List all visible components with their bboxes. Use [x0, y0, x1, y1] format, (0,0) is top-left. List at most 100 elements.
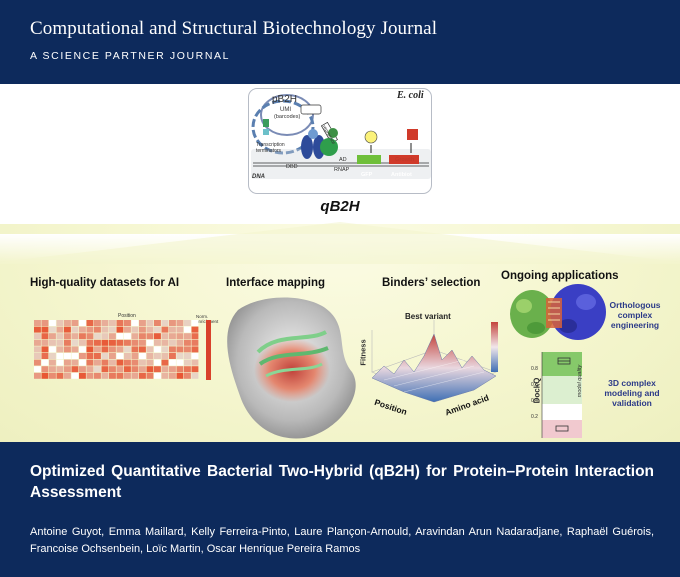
heatmap-cell — [49, 326, 56, 333]
heatmap-cell — [49, 339, 56, 346]
heatmap-cell — [146, 339, 154, 346]
heatmap-cell — [64, 326, 71, 333]
heatmap-cell — [169, 326, 176, 333]
heatmap-cell — [86, 346, 94, 353]
heatmap-cell — [56, 339, 64, 346]
heatmap-cell — [161, 339, 169, 346]
heatmap-cell — [79, 346, 86, 353]
heatmap-cell — [79, 320, 86, 326]
heatmap-cell — [64, 359, 71, 366]
dockq-tick-0-4: 0.4 — [531, 398, 538, 404]
modeling-validation-label: 3D complex modeling and validation — [604, 378, 660, 408]
heatmap-cell — [154, 353, 161, 359]
ecoli-label: E. coli — [397, 90, 424, 101]
heatmap-cell — [49, 333, 56, 340]
orthologous-label: Orthologous complex engineering — [609, 300, 661, 330]
heatmap-cell — [101, 339, 109, 346]
heatmap-cell — [109, 366, 116, 373]
heatmap-cell — [94, 339, 101, 346]
section-title-binders: Binders’ selection — [382, 277, 481, 289]
heatmap-cell — [139, 359, 146, 366]
heatmap-cell — [34, 346, 41, 353]
heatmap-cell — [64, 366, 71, 373]
heatmap-cell — [184, 346, 191, 353]
heatmap-cell — [124, 333, 131, 340]
heatmap-cell — [41, 353, 49, 359]
heatmap-cell — [56, 326, 64, 333]
heatmap-cell — [116, 359, 124, 366]
heatmap-cell — [124, 353, 131, 359]
heatmap-cell — [41, 372, 49, 379]
heatmap-cell — [34, 359, 41, 366]
heatmap-cell — [79, 372, 86, 379]
heatmap-cell — [161, 366, 169, 373]
heatmap-cell — [161, 346, 169, 353]
heatmap-cell — [94, 372, 101, 379]
heatmap-cell — [41, 320, 49, 326]
heatmap-cell — [79, 366, 86, 373]
heatmap-cell — [184, 333, 191, 340]
dockq-tick-0-2: 0.2 — [531, 414, 538, 420]
heatmap-cell — [79, 339, 86, 346]
heatmap-cell — [56, 353, 64, 359]
heatmap-cell — [176, 366, 184, 373]
heatmap-cell — [71, 326, 79, 333]
heatmap-cell — [64, 320, 71, 326]
heatmap-cell — [109, 326, 116, 333]
heatmap-cell — [34, 326, 41, 333]
heatmap-cell — [169, 339, 176, 346]
heatmap-cell — [116, 333, 124, 340]
heatmap-cell — [191, 339, 199, 346]
heatmap-cell — [64, 333, 71, 340]
heatmap-cell — [56, 346, 64, 353]
heatmap-cell — [101, 326, 109, 333]
heatmap-cell — [86, 326, 94, 333]
heatmap-cell — [191, 333, 199, 340]
heatmap-cell — [139, 326, 146, 333]
heatmap-cell — [94, 359, 101, 366]
growth-label: Growth — [395, 157, 415, 163]
heatmap-cell — [64, 353, 71, 359]
heatmap-cell — [71, 320, 79, 326]
heatmap-cell — [79, 333, 86, 340]
heatmap-cell — [41, 346, 49, 353]
heatmap-cell — [139, 320, 146, 326]
heatmap-cell — [101, 359, 109, 366]
heatmap-cell — [184, 353, 191, 359]
heatmap-cell — [176, 346, 184, 353]
heatmap-cell — [191, 372, 199, 379]
heatmap-cell — [169, 346, 176, 353]
fitness-colorbar — [491, 322, 498, 372]
heatmap-cell — [64, 346, 71, 353]
heatmap-cell — [154, 333, 161, 340]
heatmap-cell — [191, 359, 199, 366]
heatmap-cell — [109, 333, 116, 340]
heatmap-cell — [169, 372, 176, 379]
heatmap-cell — [86, 359, 94, 366]
heatmap-cell — [131, 359, 139, 366]
heatmap-cell — [146, 359, 154, 366]
heatmap-cell — [34, 372, 41, 379]
heatmap-cell — [116, 366, 124, 373]
heatmap-cell — [56, 333, 64, 340]
heatmap-cell — [86, 339, 94, 346]
heatmap-cell — [139, 353, 146, 359]
heatmap-cell — [161, 353, 169, 359]
heatmap-cell — [101, 333, 109, 340]
heatmap-cell — [56, 366, 64, 373]
heatmap-cell — [41, 326, 49, 333]
heatmap-cell — [176, 320, 184, 326]
heatmap-cell — [71, 339, 79, 346]
heatmap-cell — [124, 320, 131, 326]
heatmap-cell — [116, 326, 124, 333]
heatmap-cell — [184, 366, 191, 373]
article-title: Optimized Quantitative Bacterial Two-Hyb… — [30, 463, 654, 501]
heatmap-cell — [154, 320, 161, 326]
heatmap-cell — [94, 346, 101, 353]
qb2h-schematic — [251, 94, 431, 179]
heatmap-cell — [109, 353, 116, 359]
heatmap-cell — [124, 346, 131, 353]
journal-subtitle: A SCIENCE PARTNER JOURNAL — [30, 50, 231, 62]
heatmap-cell — [184, 326, 191, 333]
heatmap-cell — [146, 372, 154, 379]
